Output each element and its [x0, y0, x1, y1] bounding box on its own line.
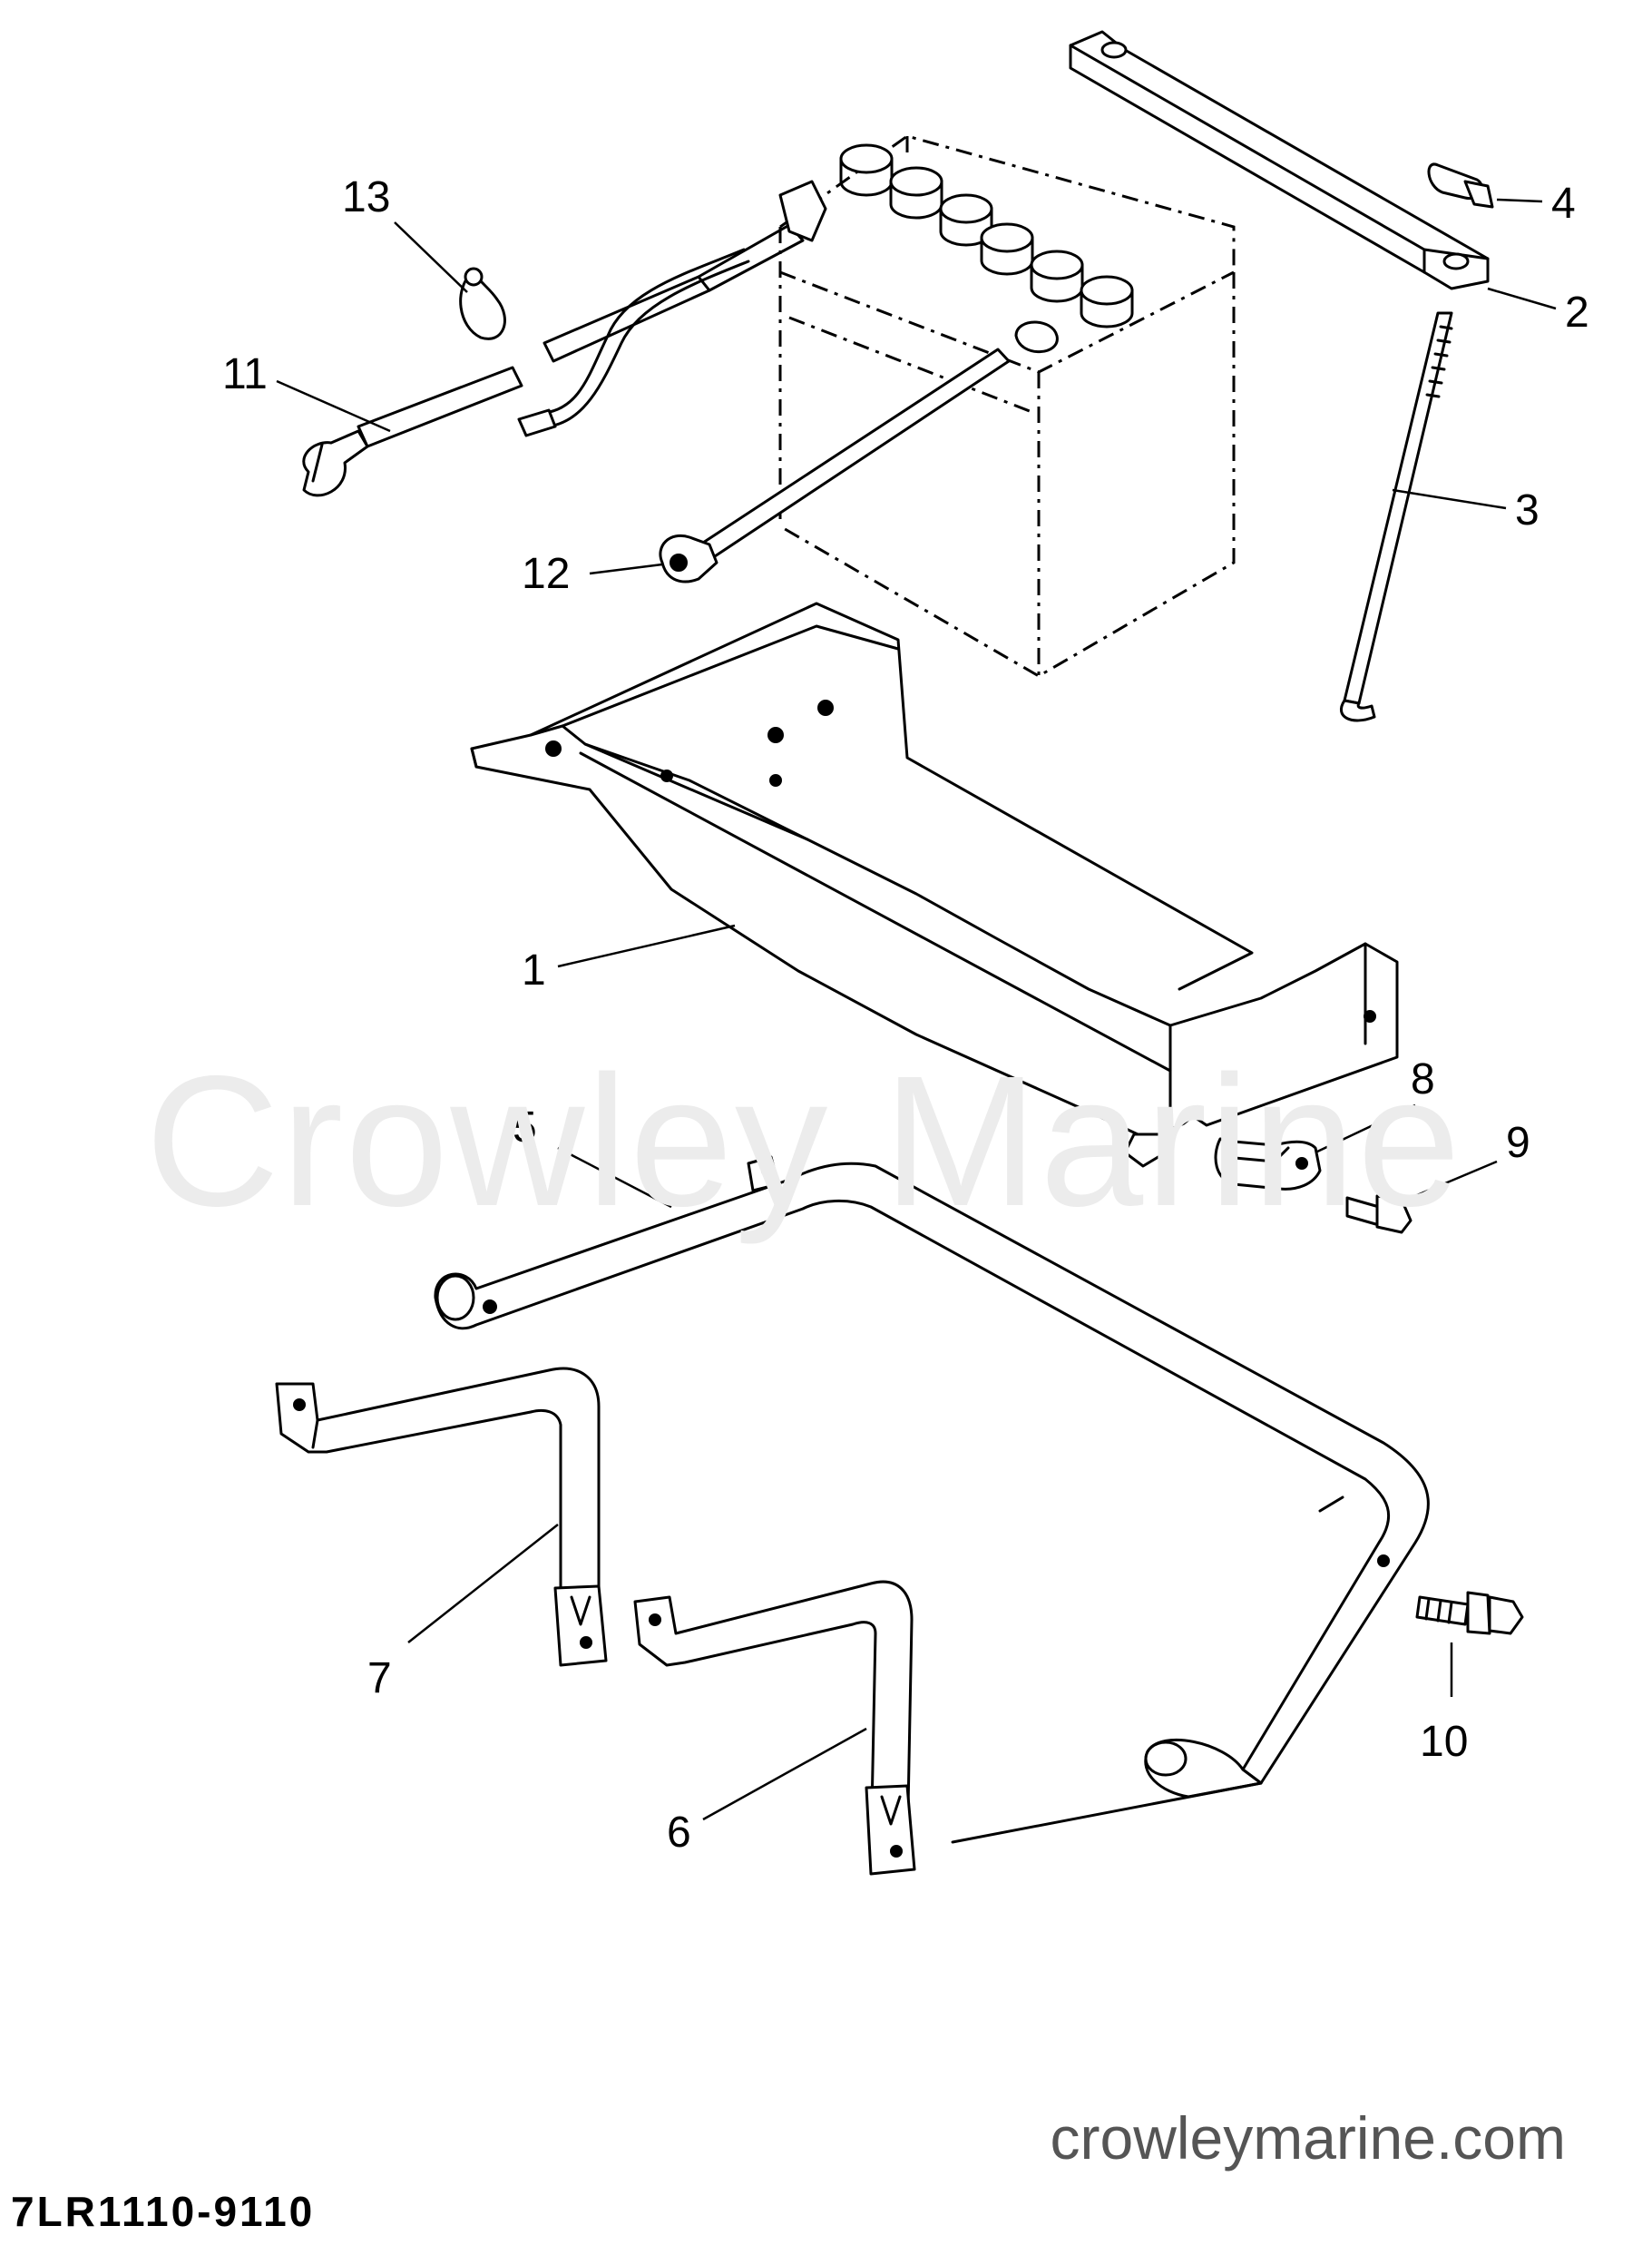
part-11-cable: [302, 223, 805, 497]
part-2-strap: [1069, 30, 1490, 290]
part-3-rod: [1339, 311, 1453, 722]
callout-labels: 13 11 12 4 2 3 1 5 8 9 7 6 10: [222, 173, 1589, 1857]
battery: [778, 134, 1236, 678]
callout-9: 9: [1506, 1119, 1530, 1167]
part-12-negative-cable: [659, 348, 1011, 583]
callout-3: 3: [1515, 486, 1540, 534]
part-8-clip: [1214, 1137, 1322, 1191]
callout-12: 12: [522, 550, 570, 598]
part-5-frame: [434, 1155, 1430, 1844]
leader-lines: [276, 198, 1557, 1821]
website-link[interactable]: crowleymarine.com: [1050, 2104, 1566, 2172]
callout-4: 4: [1551, 180, 1576, 228]
callout-8: 8: [1411, 1055, 1435, 1103]
part-7-bracket: [275, 1367, 608, 1667]
watermark: Crowley Marine: [145, 1037, 1462, 1245]
callout-13: 13: [342, 173, 390, 221]
callout-1: 1: [522, 946, 546, 995]
callout-7: 7: [367, 1654, 392, 1702]
callout-10: 10: [1420, 1718, 1468, 1766]
callout-5: 5: [513, 1103, 537, 1152]
callout-2: 2: [1565, 289, 1589, 337]
diagram-code: 7LR1110-9110: [11, 2188, 316, 2235]
battery-cell-caps: [839, 143, 1134, 328]
part-9-bolt: [1345, 1194, 1413, 1234]
part-11-lead-wire: [517, 248, 750, 437]
part-10-flange-bolt: [1415, 1591, 1524, 1635]
part-6-bracket: [633, 1580, 916, 1876]
part-13-clamp: [459, 267, 506, 340]
part-1-battery-tray: [470, 602, 1399, 1168]
callout-6: 6: [667, 1809, 691, 1857]
part-4-wing-nut: [1427, 162, 1494, 209]
callout-11: 11: [222, 350, 268, 398]
